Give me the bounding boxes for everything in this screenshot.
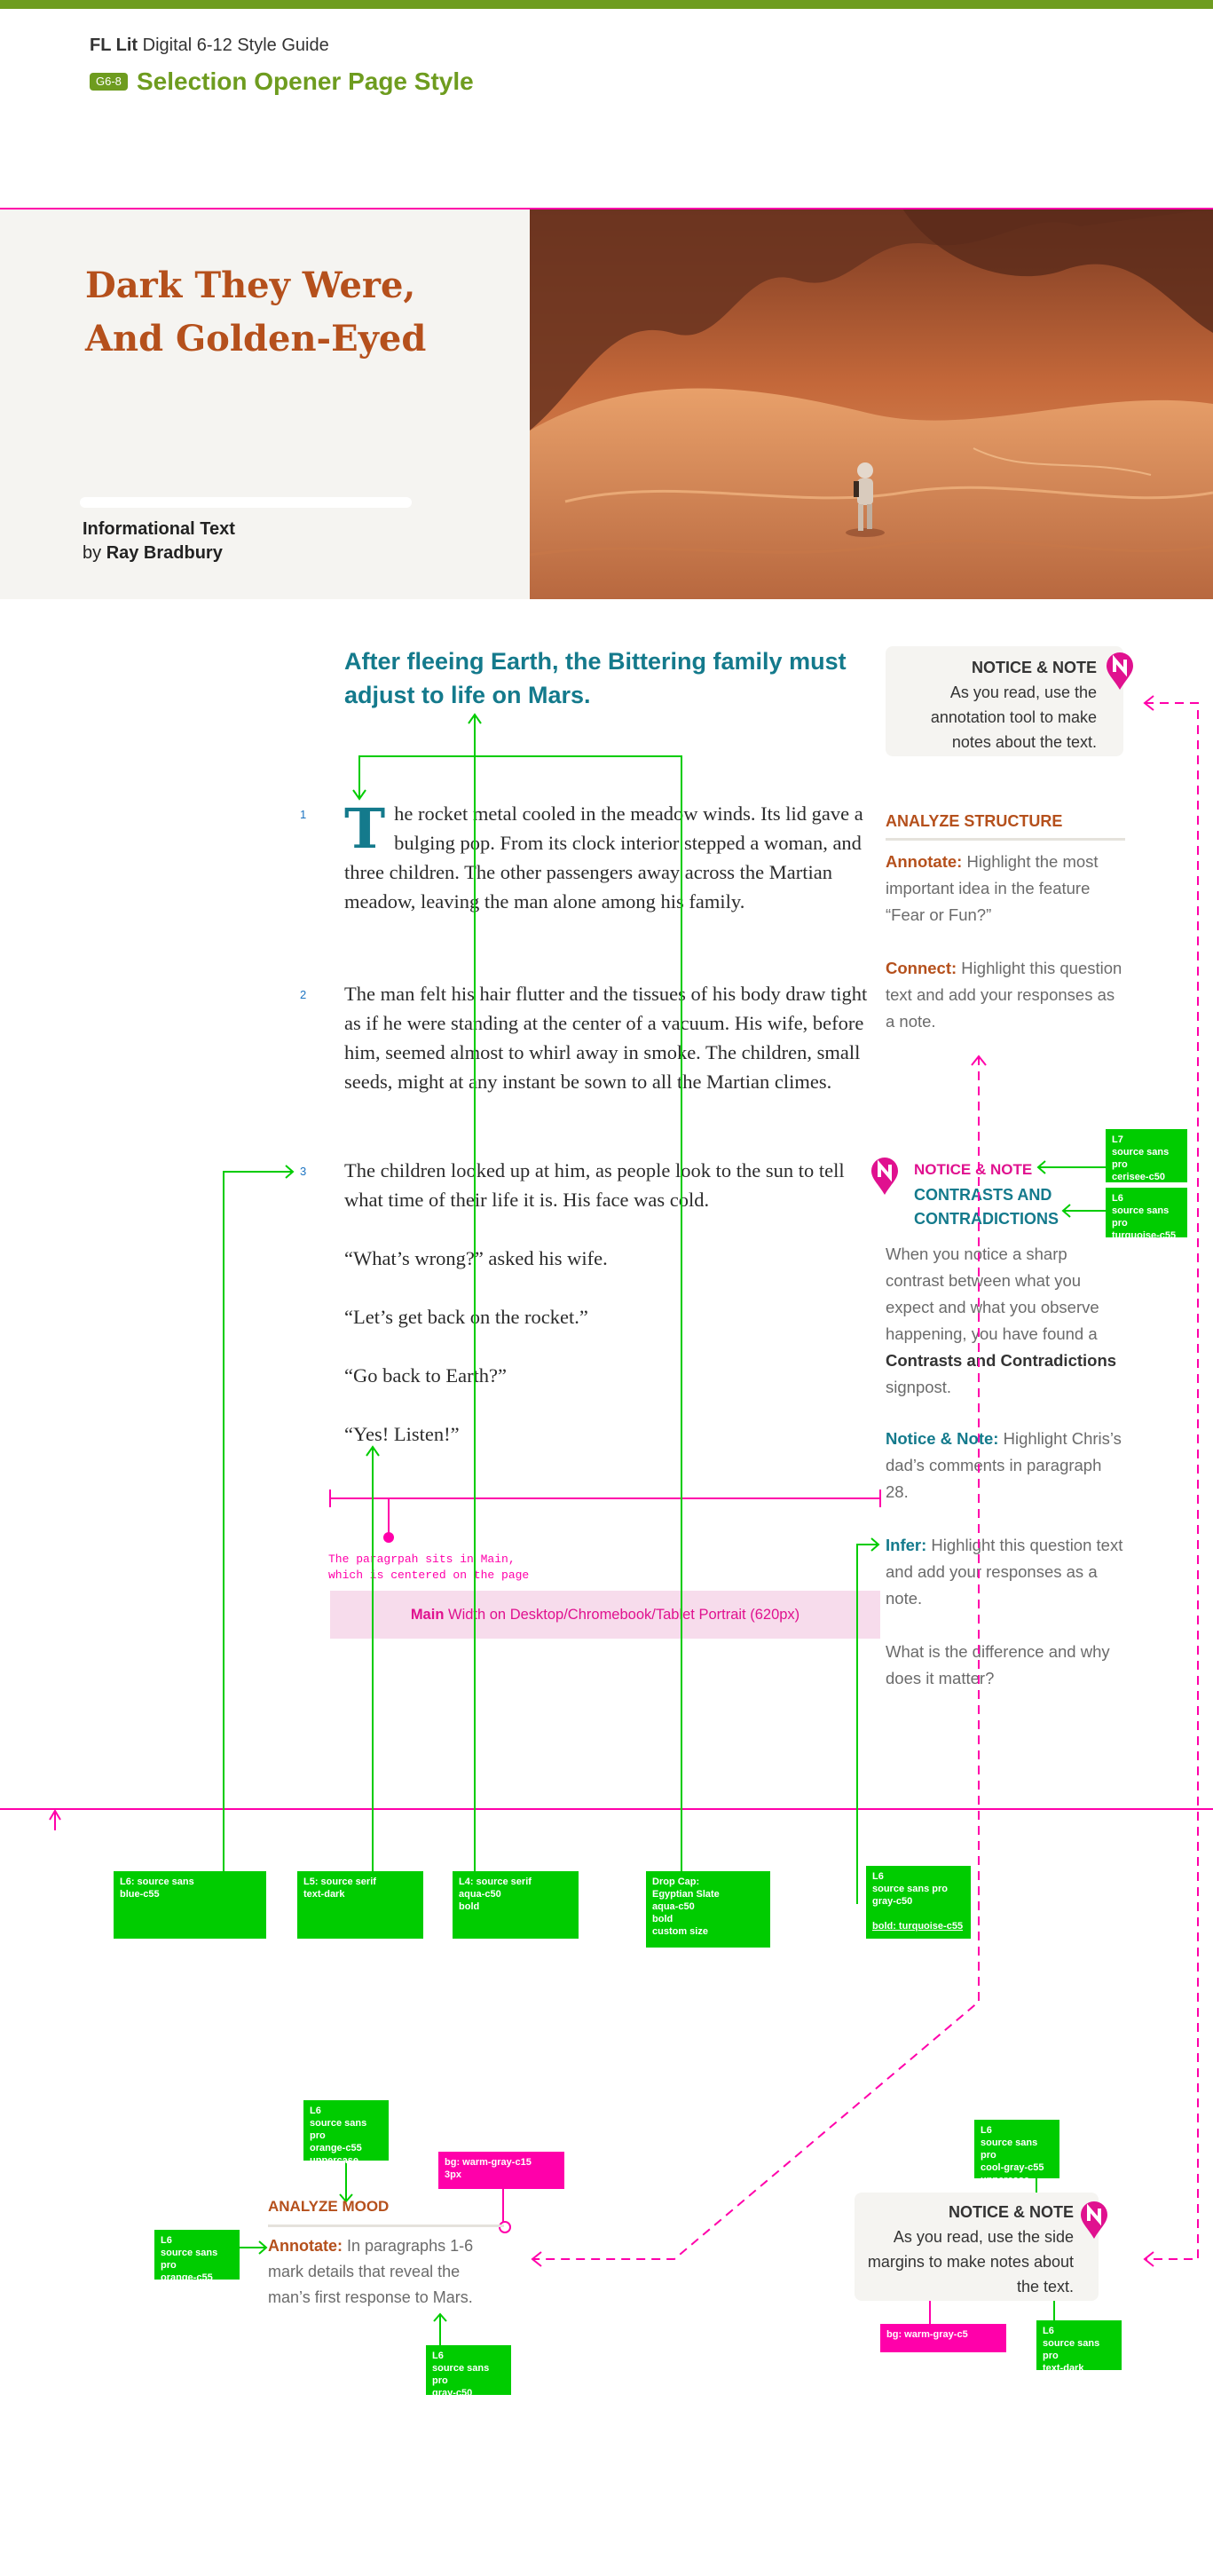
- main-layout-note: The paragrpah sits in Main, which is cen…: [328, 1553, 530, 1582]
- notice-note-label: NOTICE & NOTE: [914, 1161, 1033, 1178]
- author-line: by Ray Bradbury: [83, 543, 223, 563]
- heading-rule: [268, 2224, 504, 2227]
- notice-note-pin-icon: [871, 1158, 898, 1195]
- notice-note-box-example: [855, 2193, 1099, 2301]
- notice-note-prompt: Notice & Note: Highlight Chris’s dad’s c…: [886, 1429, 1122, 1501]
- selection-intro: After fleeing Earth, the Bittering famil…: [344, 648, 847, 708]
- hero-mars-image: [530, 209, 1213, 599]
- page-title: Selection Opener Page Style: [137, 67, 474, 95]
- mars-landscape-illustration: [530, 209, 1213, 599]
- paragraph-number: 1: [300, 808, 307, 821]
- dialogue-line: “What’s wrong?” asked his wife.: [344, 1247, 608, 1269]
- dialogue-line: “Go back to Earth?”: [344, 1364, 508, 1387]
- hero-divider-bar: [80, 497, 412, 508]
- top-accent-bar: [0, 0, 1213, 9]
- grade-badge: G6-8: [90, 73, 128, 91]
- dialogue-line: “Let’s get back on the rocket.”: [344, 1306, 588, 1328]
- genre-label: Informational Text: [83, 519, 235, 539]
- heading-rule: [886, 838, 1125, 841]
- dialogue-line: “Yes! Listen!”: [344, 1423, 460, 1445]
- spec-label-nn-bg: bg: warm-gray-c5: [880, 2324, 1006, 2352]
- paragraph-3: The children looked up at him, as people…: [344, 1159, 845, 1211]
- connect-prompt: Connect: Highlight this question text an…: [886, 959, 1122, 1031]
- analyze-structure-heading: ANALYZE STRUCTURE: [886, 812, 1063, 830]
- paragraph-number: 2: [300, 988, 307, 1001]
- style-guide-brand: FL Lit Digital 6-12 Style Guide: [90, 36, 329, 55]
- signpost-description: When you notice a sharp contrast between…: [886, 1245, 1117, 1396]
- selection-title: Dark They Were, And Golden-Eyed: [85, 265, 427, 360]
- analyze-mood-heading: ANALYZE MOOD: [268, 2198, 390, 2215]
- notice-note-text: NOTICE & NOTE As you read, use the annot…: [930, 659, 1097, 751]
- drop-cap: T: [344, 796, 386, 861]
- notice-note-box: [886, 646, 1123, 756]
- notice-note-pin-icon: [1081, 2201, 1107, 2239]
- paragraph-number: 3: [300, 1165, 307, 1178]
- notice-note-text-example: NOTICE & NOTE As you read, use the side …: [867, 2203, 1074, 2295]
- paragraph-2: The man felt his hair flutter and the ti…: [344, 983, 868, 1093]
- discussion-question: What is the difference and why does it m…: [886, 1642, 1110, 1687]
- mood-annotate-prompt: Annotate: In paragraphs 1-6 mark details…: [268, 2237, 474, 2306]
- notice-note-pin-icon: [1107, 652, 1133, 690]
- signpost-name: CONTRASTS AND CONTRADICTIONS: [914, 1186, 1059, 1228]
- hero-title-panel: [0, 209, 530, 599]
- infer-prompt: Infer: Highlight this question text and …: [886, 1536, 1123, 1608]
- main-width-label: Main Width on Desktop/Chromebook/Tablet …: [330, 1591, 880, 1639]
- annotate-prompt: Annotate: Highlight the most important i…: [886, 852, 1099, 924]
